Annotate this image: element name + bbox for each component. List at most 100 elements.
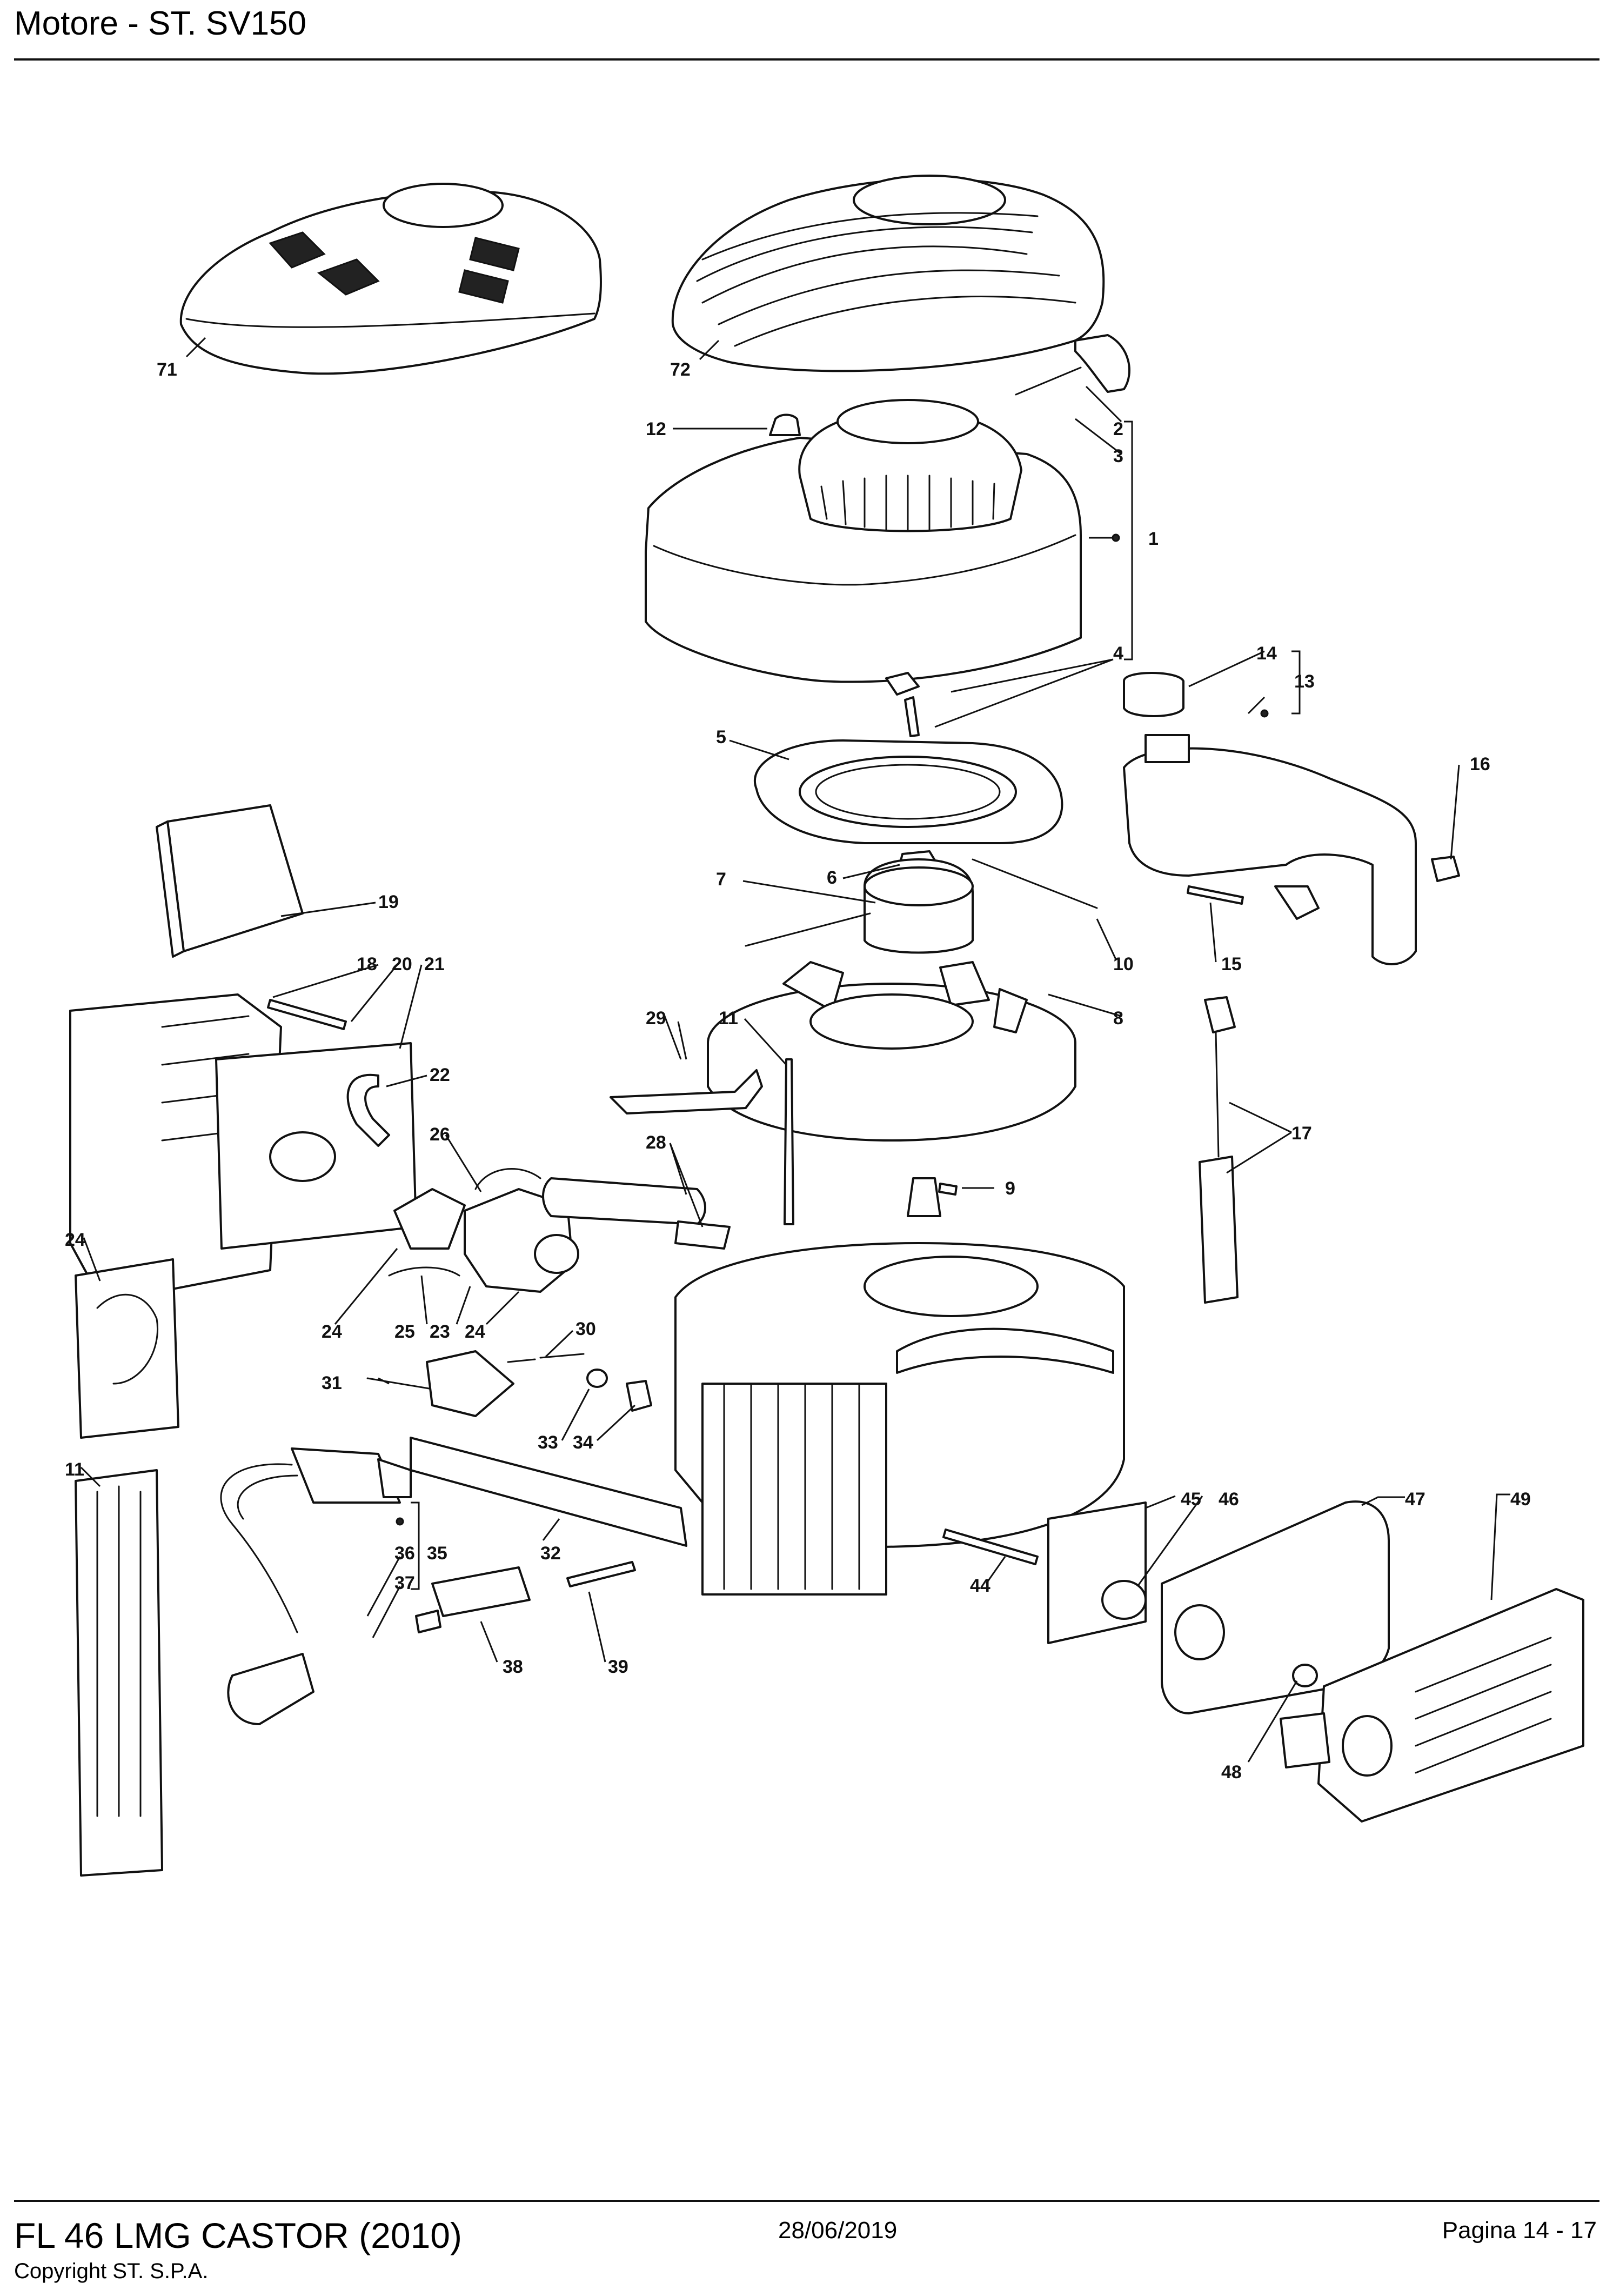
callout-4: 4: [1113, 643, 1123, 664]
header-rule: [14, 58, 1599, 61]
callout-6: 6: [827, 867, 837, 888]
callout-24-right: 24: [465, 1321, 485, 1342]
gasket-plate-5: [754, 739, 1063, 844]
clip-4: [885, 672, 920, 737]
callout-45: 45: [1181, 1489, 1201, 1510]
bolt-39: [566, 1561, 636, 1587]
callout-12: 12: [646, 419, 666, 439]
dipstick-17: [1199, 996, 1239, 1304]
callout-46: 46: [1219, 1489, 1239, 1510]
callout-19: 19: [378, 892, 399, 912]
spring-31: [366, 1377, 433, 1390]
callout-labels: 71 72 12 2 3 1 4 5 6 7 10 8 9 11 29 14 1…: [65, 359, 1531, 1783]
callout-2: 2: [1113, 419, 1123, 439]
nut-12: [769, 413, 801, 436]
callout-18: 18: [357, 954, 377, 975]
callout-7: 7: [716, 869, 726, 890]
gasket-pack-24: [75, 1258, 179, 1439]
carburetor-23: [464, 1188, 579, 1293]
callout-15: 15: [1221, 954, 1242, 975]
callout-31: 31: [322, 1373, 342, 1393]
plate-45: [1047, 1501, 1147, 1644]
nut-48: [1292, 1664, 1318, 1687]
stud-44: [942, 1529, 1039, 1565]
governor-lever: [426, 1350, 514, 1417]
key-9: [938, 1183, 958, 1196]
bolt-16: [1431, 856, 1460, 882]
footer-model: FL 46 LMG CASTOR (2010): [14, 2215, 462, 2255]
callout-38: 38: [503, 1657, 523, 1677]
ignition-coil-35: [220, 1447, 412, 1633]
linkage-26: [474, 1168, 541, 1190]
fuel-cap-14: [1123, 672, 1184, 717]
footer-copyright: Copyright ST. S.P.A.: [14, 2259, 209, 2283]
engine-cover-71: [179, 183, 602, 375]
callout-24-detail: 24: [65, 1230, 85, 1250]
washer-33: [586, 1369, 608, 1388]
callout-23: 23: [430, 1321, 450, 1342]
callout-47: 47: [1405, 1489, 1425, 1510]
callout-28: 28: [646, 1132, 666, 1153]
callout-26: 26: [430, 1124, 450, 1145]
nut-46: [1101, 1580, 1147, 1620]
air-filter-19: [156, 804, 304, 958]
callout-34: 34: [573, 1432, 593, 1453]
callout-72: 72: [670, 359, 691, 380]
plug-cap-37: [227, 1653, 314, 1725]
spark-plug-38: [415, 1566, 531, 1633]
bolt-11: [784, 1058, 794, 1225]
footer-date: 28/06/2019: [778, 2217, 898, 2244]
rod-10: [745, 858, 1098, 947]
callout-22: 22: [430, 1065, 450, 1085]
starter-handle-2: [1015, 334, 1130, 396]
callout-24-left: 24: [322, 1321, 342, 1342]
callout-36: 36: [394, 1543, 415, 1564]
footer-page-number: Pagina 14 - 17: [1442, 2217, 1597, 2244]
gasket-24: [393, 1188, 466, 1250]
clip-34: [626, 1380, 652, 1412]
bracket-29: [610, 1069, 763, 1114]
callout-30: 30: [575, 1319, 596, 1339]
starter-cup-7: [864, 858, 974, 954]
callout-8: 8: [1113, 1008, 1123, 1029]
muffler-guard-49: [1280, 1588, 1584, 1823]
callout-16: 16: [1470, 754, 1490, 775]
callout-10: 10: [1113, 954, 1134, 975]
breather-tube-22: [346, 1073, 390, 1147]
callout-13: 13: [1294, 671, 1315, 692]
page-title: Motore - ST. SV150: [14, 5, 307, 42]
callout-21: 21: [424, 954, 445, 975]
engine-block: [674, 1177, 1125, 1596]
footer-rule: [14, 2200, 1599, 2202]
callout-48: 48: [1221, 1762, 1242, 1783]
callout-1: 1: [1148, 529, 1159, 549]
callout-49: 49: [1510, 1489, 1531, 1510]
callout-32: 32: [540, 1543, 561, 1564]
callout-37: 37: [394, 1573, 415, 1593]
callout-leaders: [80, 337, 1510, 1763]
engine-cover-72: [671, 175, 1105, 372]
bolt-18: [267, 999, 347, 1030]
blower-housing-1: [645, 399, 1082, 683]
flywheel-8: [707, 961, 1076, 1142]
governor-bracket-32: [410, 1437, 687, 1547]
callout-11-top: 11: [719, 1008, 738, 1029]
callout-14: 14: [1256, 643, 1277, 664]
callout-39: 39: [608, 1657, 628, 1677]
stud-set-11: [75, 1469, 163, 1877]
callout-11-detail: 11: [65, 1459, 84, 1480]
callout-17: 17: [1291, 1123, 1312, 1144]
air-cleaner-cover: [69, 993, 417, 1304]
callout-71: 71: [157, 359, 177, 380]
linkage-25: [388, 1266, 460, 1277]
intake-pipe-28: [542, 1177, 731, 1250]
callout-3: 3: [1113, 446, 1123, 466]
callout-35: 35: [427, 1543, 447, 1564]
callout-33: 33: [538, 1432, 558, 1453]
callout-29: 29: [646, 1008, 666, 1029]
screw-15: [1187, 885, 1244, 905]
callout-25: 25: [394, 1321, 415, 1342]
callout-9: 9: [1005, 1178, 1015, 1199]
fuel-tank-13: [1123, 734, 1417, 965]
